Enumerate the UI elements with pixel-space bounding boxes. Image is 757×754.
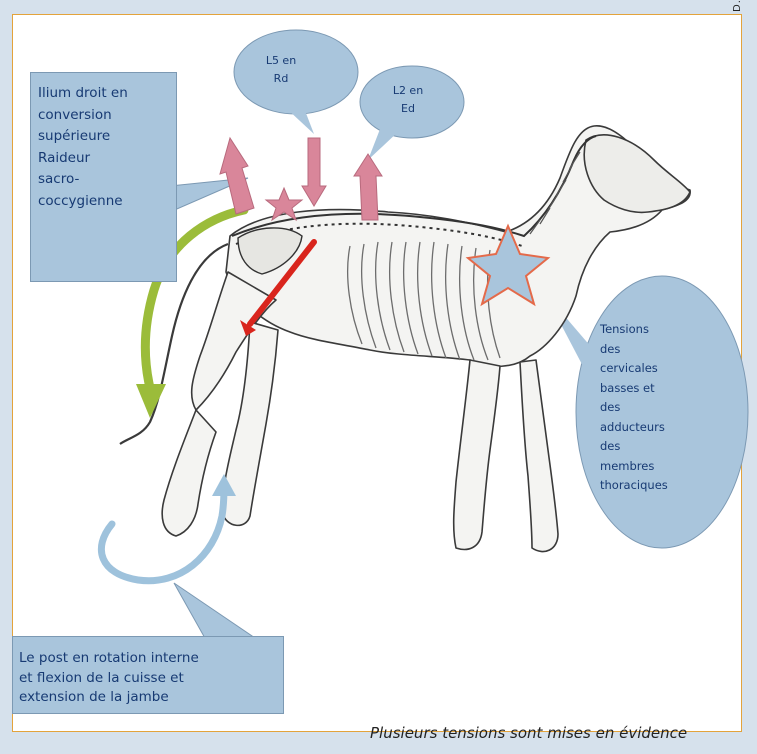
photo-credit: D.R. — [732, 0, 743, 12]
blue-curved-arrow — [101, 486, 224, 581]
tensions-bubble-text: Tensions des cervicales basses et des ad… — [600, 320, 710, 496]
ilium-callout-text: Ilium droit en conversion supérieure Rai… — [38, 83, 170, 212]
post-callout-box: Le post en rotation interne et flexion d… — [12, 636, 284, 714]
hind-leg-left — [162, 410, 216, 536]
figure-caption: Plusieurs tensions sont mises en évidenc… — [370, 724, 687, 742]
pink-arrow-l5-down — [302, 138, 326, 206]
post-callout-text: Le post en rotation interne et flexion d… — [19, 649, 277, 708]
post-callout-pointer — [174, 583, 258, 640]
ilium-callout-box: Ilium droit en conversion supérieure Rai… — [30, 72, 177, 282]
fore-leg-right — [520, 360, 558, 552]
green-arrow-head — [136, 384, 166, 418]
l5-bubble-text: L5 en Rd — [251, 52, 311, 88]
pink-arrow-ilium — [220, 138, 254, 214]
l2-bubble-text: L2 en Ed — [378, 82, 438, 118]
fore-leg-left — [454, 360, 500, 549]
